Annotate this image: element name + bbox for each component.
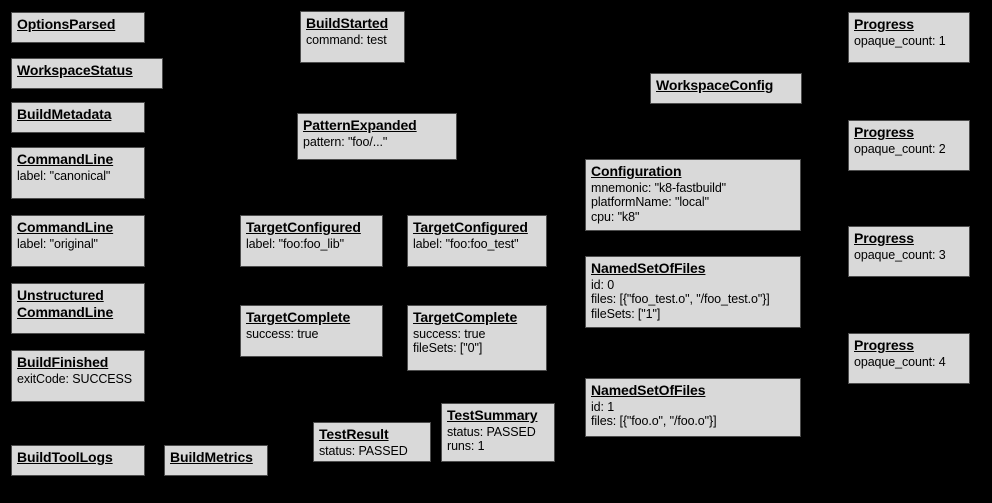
node-title: BuildFinished bbox=[17, 354, 109, 370]
node-fields: label: "canonical" bbox=[17, 169, 139, 184]
node-field: pattern: "foo/..." bbox=[303, 134, 388, 149]
node-title: BuildMetadata bbox=[17, 106, 112, 122]
node-field: success: true bbox=[246, 326, 319, 341]
node-title: TargetConfigured bbox=[246, 219, 361, 235]
node-workspace-config[interactable]: WorkspaceConfig bbox=[650, 73, 802, 104]
node-title: Progress bbox=[854, 16, 914, 32]
node-field: opaque_count: 3 bbox=[854, 247, 946, 262]
node-title: CommandLine bbox=[17, 151, 114, 167]
node-workspace-status[interactable]: WorkspaceStatus bbox=[11, 58, 163, 89]
node-build-tool-logs[interactable]: BuildToolLogs bbox=[11, 445, 145, 476]
node-field: fileSets: ["1"] bbox=[591, 307, 661, 322]
node-field: opaque_count: 1 bbox=[854, 33, 946, 48]
node-build-metrics[interactable]: BuildMetrics bbox=[164, 445, 268, 476]
node-fields: status: PASSED bbox=[319, 444, 425, 459]
node-unstructured-command-line[interactable]: Unstructured CommandLine bbox=[11, 283, 145, 334]
node-field: id: 1 bbox=[591, 399, 615, 414]
node-title: CommandLine bbox=[17, 219, 114, 235]
node-field: files: [{"foo_test.o", "/foo_test.o"}] bbox=[591, 292, 770, 307]
node-title: BuildStarted bbox=[306, 15, 389, 31]
node-title: Progress bbox=[854, 337, 914, 353]
node-field: files: [{"foo.o", "/foo.o"}] bbox=[591, 414, 717, 429]
node-field: exitCode: SUCCESS bbox=[17, 371, 133, 386]
node-fields: label: "foo:foo_lib" bbox=[246, 237, 377, 252]
node-fields: opaque_count: 4 bbox=[854, 355, 964, 370]
node-field: label: "original" bbox=[17, 236, 98, 251]
node-title: NamedSetOfFiles bbox=[591, 260, 706, 276]
node-fields: mnemonic: "k8-fastbuild"platformName: "l… bbox=[591, 181, 795, 225]
node-title: PatternExpanded bbox=[303, 117, 417, 133]
node-title: Configuration bbox=[591, 163, 682, 179]
node-title: BuildToolLogs bbox=[17, 449, 113, 465]
node-title: TargetConfigured bbox=[413, 219, 528, 235]
node-title: TargetComplete bbox=[246, 309, 351, 325]
node-title: Unstructured CommandLine bbox=[17, 287, 114, 320]
node-fields: label: "original" bbox=[17, 237, 139, 252]
node-title: Progress bbox=[854, 124, 914, 140]
node-field: command: test bbox=[306, 32, 387, 47]
node-title: BuildMetrics bbox=[170, 449, 253, 465]
node-options-parsed[interactable]: OptionsParsed bbox=[11, 12, 145, 43]
node-field: id: 0 bbox=[591, 277, 615, 292]
node-title: WorkspaceConfig bbox=[656, 77, 774, 93]
node-fields: exitCode: SUCCESS bbox=[17, 372, 139, 387]
node-title: WorkspaceStatus bbox=[17, 62, 133, 78]
node-field: success: true bbox=[413, 326, 486, 341]
node-fields: pattern: "foo/..." bbox=[303, 135, 451, 150]
node-field: status: PASSED bbox=[447, 424, 536, 439]
node-title: TestSummary bbox=[447, 407, 538, 423]
node-fields: label: "foo:foo_test" bbox=[413, 237, 541, 252]
node-field: opaque_count: 4 bbox=[854, 354, 946, 369]
node-field: runs: 1 bbox=[447, 439, 485, 454]
node-title: NamedSetOfFiles bbox=[591, 382, 706, 398]
node-field: cpu: "k8" bbox=[591, 210, 640, 225]
node-field: fileSets: ["0"] bbox=[413, 341, 483, 356]
node-title: TargetComplete bbox=[413, 309, 518, 325]
node-field: status: PASSED bbox=[319, 443, 408, 458]
node-fields: opaque_count: 1 bbox=[854, 34, 964, 49]
node-title: Progress bbox=[854, 230, 914, 246]
node-field: mnemonic: "k8-fastbuild" bbox=[591, 180, 727, 195]
node-field: opaque_count: 2 bbox=[854, 141, 946, 156]
node-field: label: "foo:foo_lib" bbox=[246, 236, 344, 251]
node-fields: opaque_count: 3 bbox=[854, 248, 964, 263]
node-field: label: "canonical" bbox=[17, 168, 111, 183]
node-fields: command: test bbox=[306, 33, 399, 48]
node-title: TestResult bbox=[319, 426, 389, 442]
node-field: platformName: "local" bbox=[591, 195, 709, 210]
node-field: label: "foo:foo_test" bbox=[413, 236, 519, 251]
node-fields: success: true bbox=[246, 327, 377, 342]
node-fields: opaque_count: 2 bbox=[854, 142, 964, 157]
node-build-metadata[interactable]: BuildMetadata bbox=[11, 102, 145, 133]
node-title: OptionsParsed bbox=[17, 16, 116, 32]
